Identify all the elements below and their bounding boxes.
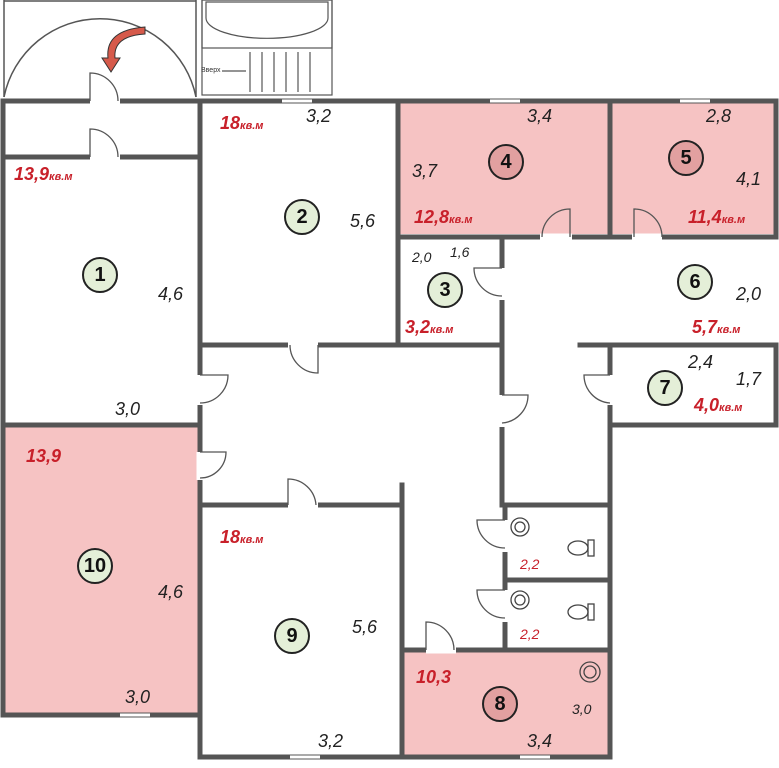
room-4-number: 4	[488, 144, 524, 180]
room-9-width: 3,2	[318, 731, 344, 751]
room-5-area-value: 11,4	[688, 207, 722, 227]
toilet-icon	[567, 603, 595, 621]
room-2-area-value: 18	[220, 113, 241, 133]
room-1-area: 13,9кв.м	[14, 165, 72, 183]
room-9-area-value: 18	[220, 527, 241, 547]
room-6-number: 6	[677, 264, 713, 300]
room-3-area-value: 3,2	[405, 317, 431, 337]
room-1-area-value: 13,9	[14, 164, 50, 184]
wc-2-dim: 2,2	[520, 626, 540, 642]
room-10-number: 10	[77, 548, 113, 584]
room-5-height: 4,1	[736, 169, 762, 189]
unit-label: кв.м	[721, 214, 746, 226]
room-10-height: 4,6	[158, 582, 184, 602]
sink-icon	[510, 590, 530, 610]
room-2-number: 2	[284, 199, 320, 235]
entrance-canopy	[3, 0, 197, 98]
room-3-height: 2,0	[412, 249, 432, 265]
window-frames	[120, 98, 710, 760]
room-10-width: 3,0	[125, 687, 151, 707]
room-1-height: 4,6	[158, 284, 184, 304]
room-6-height: 2,0	[736, 284, 762, 304]
room-3-number: 3	[427, 272, 463, 308]
room-5-area: 11,4кв.м	[688, 208, 745, 226]
room-6-area-value: 5,7	[692, 317, 718, 337]
room-9-height: 5,6	[352, 617, 378, 637]
toilet-icon	[567, 539, 595, 557]
room-1-number: 1	[82, 257, 118, 293]
room-4-height: 3,7	[412, 161, 438, 181]
stairs	[201, 0, 333, 96]
room-10-area: 13,9	[26, 446, 62, 466]
stairs-label: Вверх	[201, 67, 221, 74]
room-9-area: 18кв.м	[220, 528, 263, 546]
room-8-height: 3,0	[572, 701, 592, 717]
door-swings	[89, 72, 663, 651]
unit-label: кв.м	[717, 324, 741, 336]
room-5-width: 2,8	[706, 106, 732, 126]
room-7-area-value: 4,0	[694, 395, 720, 415]
unit-label: кв.м	[240, 120, 264, 132]
room-4-area: 12,8кв.м	[414, 208, 472, 226]
unit-label: кв.м	[449, 214, 473, 226]
door-openings	[90, 97, 662, 654]
room-2-area: 18кв.м	[220, 114, 263, 132]
wc-1-dim: 2,2	[520, 556, 540, 572]
room-7-height: 1,7	[736, 369, 762, 389]
room-6-area: 5,7кв.м	[692, 318, 740, 336]
room-7-width: 2,4	[688, 352, 714, 372]
room-9-number: 9	[274, 618, 310, 654]
entrance-arrow-icon	[101, 26, 146, 73]
room-7-area: 4,0кв.м	[694, 396, 742, 414]
room-4-width: 3,4	[527, 106, 553, 126]
room-4-area-value: 12,8	[414, 207, 450, 227]
room-8-width: 3,4	[527, 731, 553, 751]
room-3-width: 1,6	[450, 244, 470, 260]
room-1-width: 3,0	[115, 399, 141, 419]
unit-label: кв.м	[430, 324, 454, 336]
unit-label: кв.м	[719, 402, 743, 414]
room-8-number: 8	[482, 686, 518, 722]
room-2-height: 5,6	[350, 211, 376, 231]
sink-icon	[579, 661, 601, 683]
room-7-number: 7	[647, 370, 683, 406]
windows	[120, 99, 710, 759]
room-5-number: 5	[668, 140, 704, 176]
walls	[0, 98, 779, 760]
room-2-width: 3,2	[306, 106, 332, 126]
unit-label: кв.м	[240, 534, 264, 546]
room-8-area: 10,3	[416, 667, 452, 687]
room-3-area: 3,2кв.м	[405, 318, 453, 336]
sink-icon	[510, 517, 530, 537]
unit-label: кв.м	[49, 171, 73, 183]
